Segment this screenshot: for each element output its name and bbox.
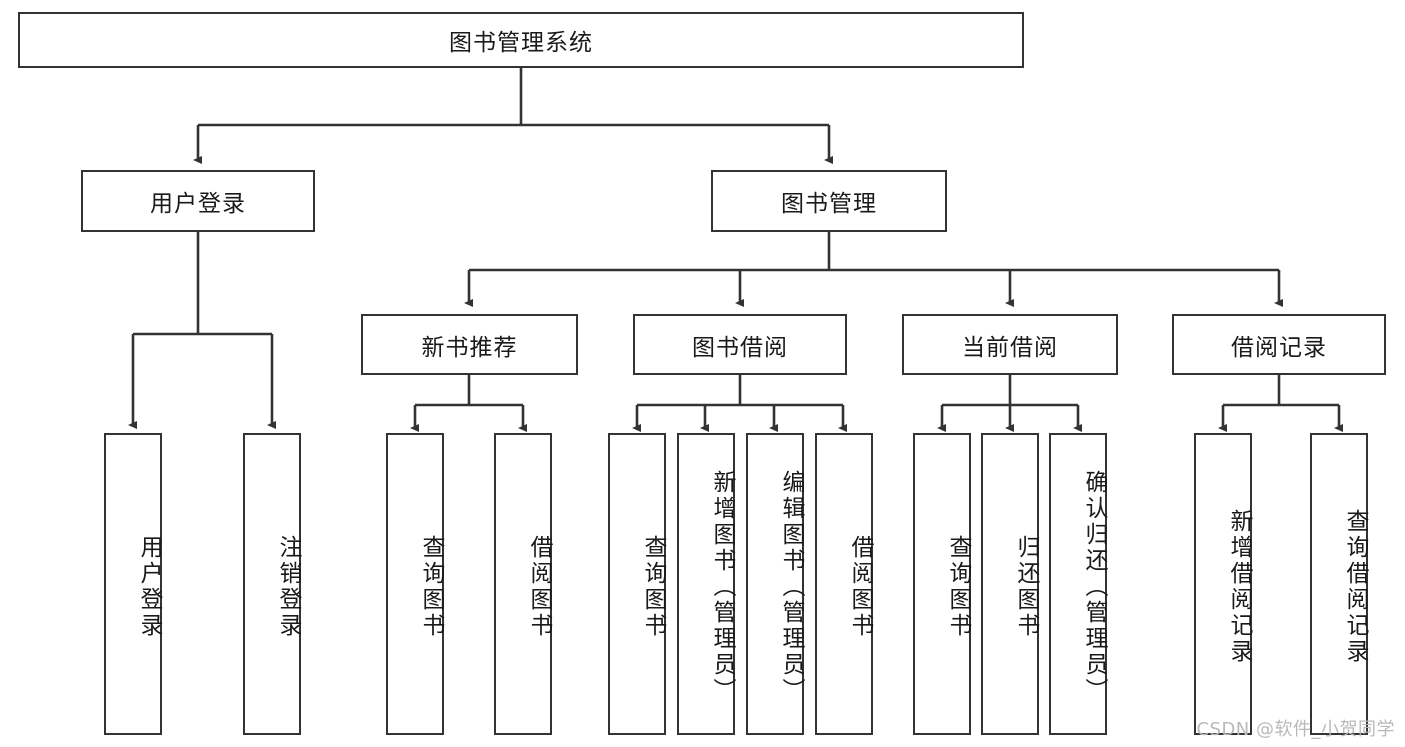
leaf-record-add-record[interactable]: 新增借阅记录 xyxy=(1194,433,1252,735)
leaf-current-return-book[interactable]: 归还图书 xyxy=(981,433,1039,735)
node-label: 编辑图书（管理员） xyxy=(778,470,804,704)
leaf-current-query-book[interactable]: 查询图书 xyxy=(913,433,971,735)
node-label: 查询图书 xyxy=(945,535,971,639)
node-label: 用户登录 xyxy=(150,191,246,217)
leaf-borrow-add-book-admin[interactable]: 新增图书（管理员） xyxy=(677,433,735,735)
leaf-borrow-borrow-book[interactable]: 借阅图书 xyxy=(815,433,873,735)
node-label: 图书管理系统 xyxy=(449,30,593,56)
leaf-user-login-signin[interactable]: 用户登录 xyxy=(104,433,162,735)
node-label: 确认归还（管理员） xyxy=(1081,470,1107,704)
leaf-recommend-query-book[interactable]: 查询图书 xyxy=(386,433,444,735)
node-label: 用户登录 xyxy=(136,535,162,639)
leaf-borrow-edit-book-admin[interactable]: 编辑图书（管理员） xyxy=(746,433,804,735)
node-label: 新增借阅记录 xyxy=(1226,509,1252,665)
node-label: 借阅图书 xyxy=(526,535,552,639)
node-label: 查询图书 xyxy=(640,535,666,639)
node-user-login[interactable]: 用户登录 xyxy=(81,170,315,232)
leaf-recommend-borrow-book[interactable]: 借阅图书 xyxy=(494,433,552,735)
node-label: 新增图书（管理员） xyxy=(709,470,735,704)
node-label: 查询借阅记录 xyxy=(1342,509,1368,665)
node-label: 当前借阅 xyxy=(962,334,1058,361)
node-new-book-recommend[interactable]: 新书推荐 xyxy=(361,314,578,375)
node-label: 归还图书 xyxy=(1013,535,1039,639)
node-book-borrow[interactable]: 图书借阅 xyxy=(633,314,847,375)
leaf-user-login-logout[interactable]: 注销登录 xyxy=(243,433,301,735)
node-label: 注销登录 xyxy=(275,535,301,639)
node-label: 图书借阅 xyxy=(692,334,788,361)
node-root-system[interactable]: 图书管理系统 xyxy=(18,12,1024,68)
node-label: 查询图书 xyxy=(418,535,444,639)
node-book-management[interactable]: 图书管理 xyxy=(711,170,947,232)
leaf-borrow-query-book[interactable]: 查询图书 xyxy=(608,433,666,735)
csdn-watermark: CSDN @软件_小贺同学 xyxy=(1196,719,1395,740)
leaf-record-query-record[interactable]: 查询借阅记录 xyxy=(1310,433,1368,735)
node-label: 图书管理 xyxy=(781,191,877,217)
node-label: 借阅图书 xyxy=(847,535,873,639)
node-borrow-record[interactable]: 借阅记录 xyxy=(1172,314,1386,375)
node-label: 新书推荐 xyxy=(421,334,518,361)
leaf-current-confirm-return-admin[interactable]: 确认归还（管理员） xyxy=(1049,433,1107,735)
node-current-borrow[interactable]: 当前借阅 xyxy=(902,314,1118,375)
node-label: 借阅记录 xyxy=(1231,334,1327,361)
